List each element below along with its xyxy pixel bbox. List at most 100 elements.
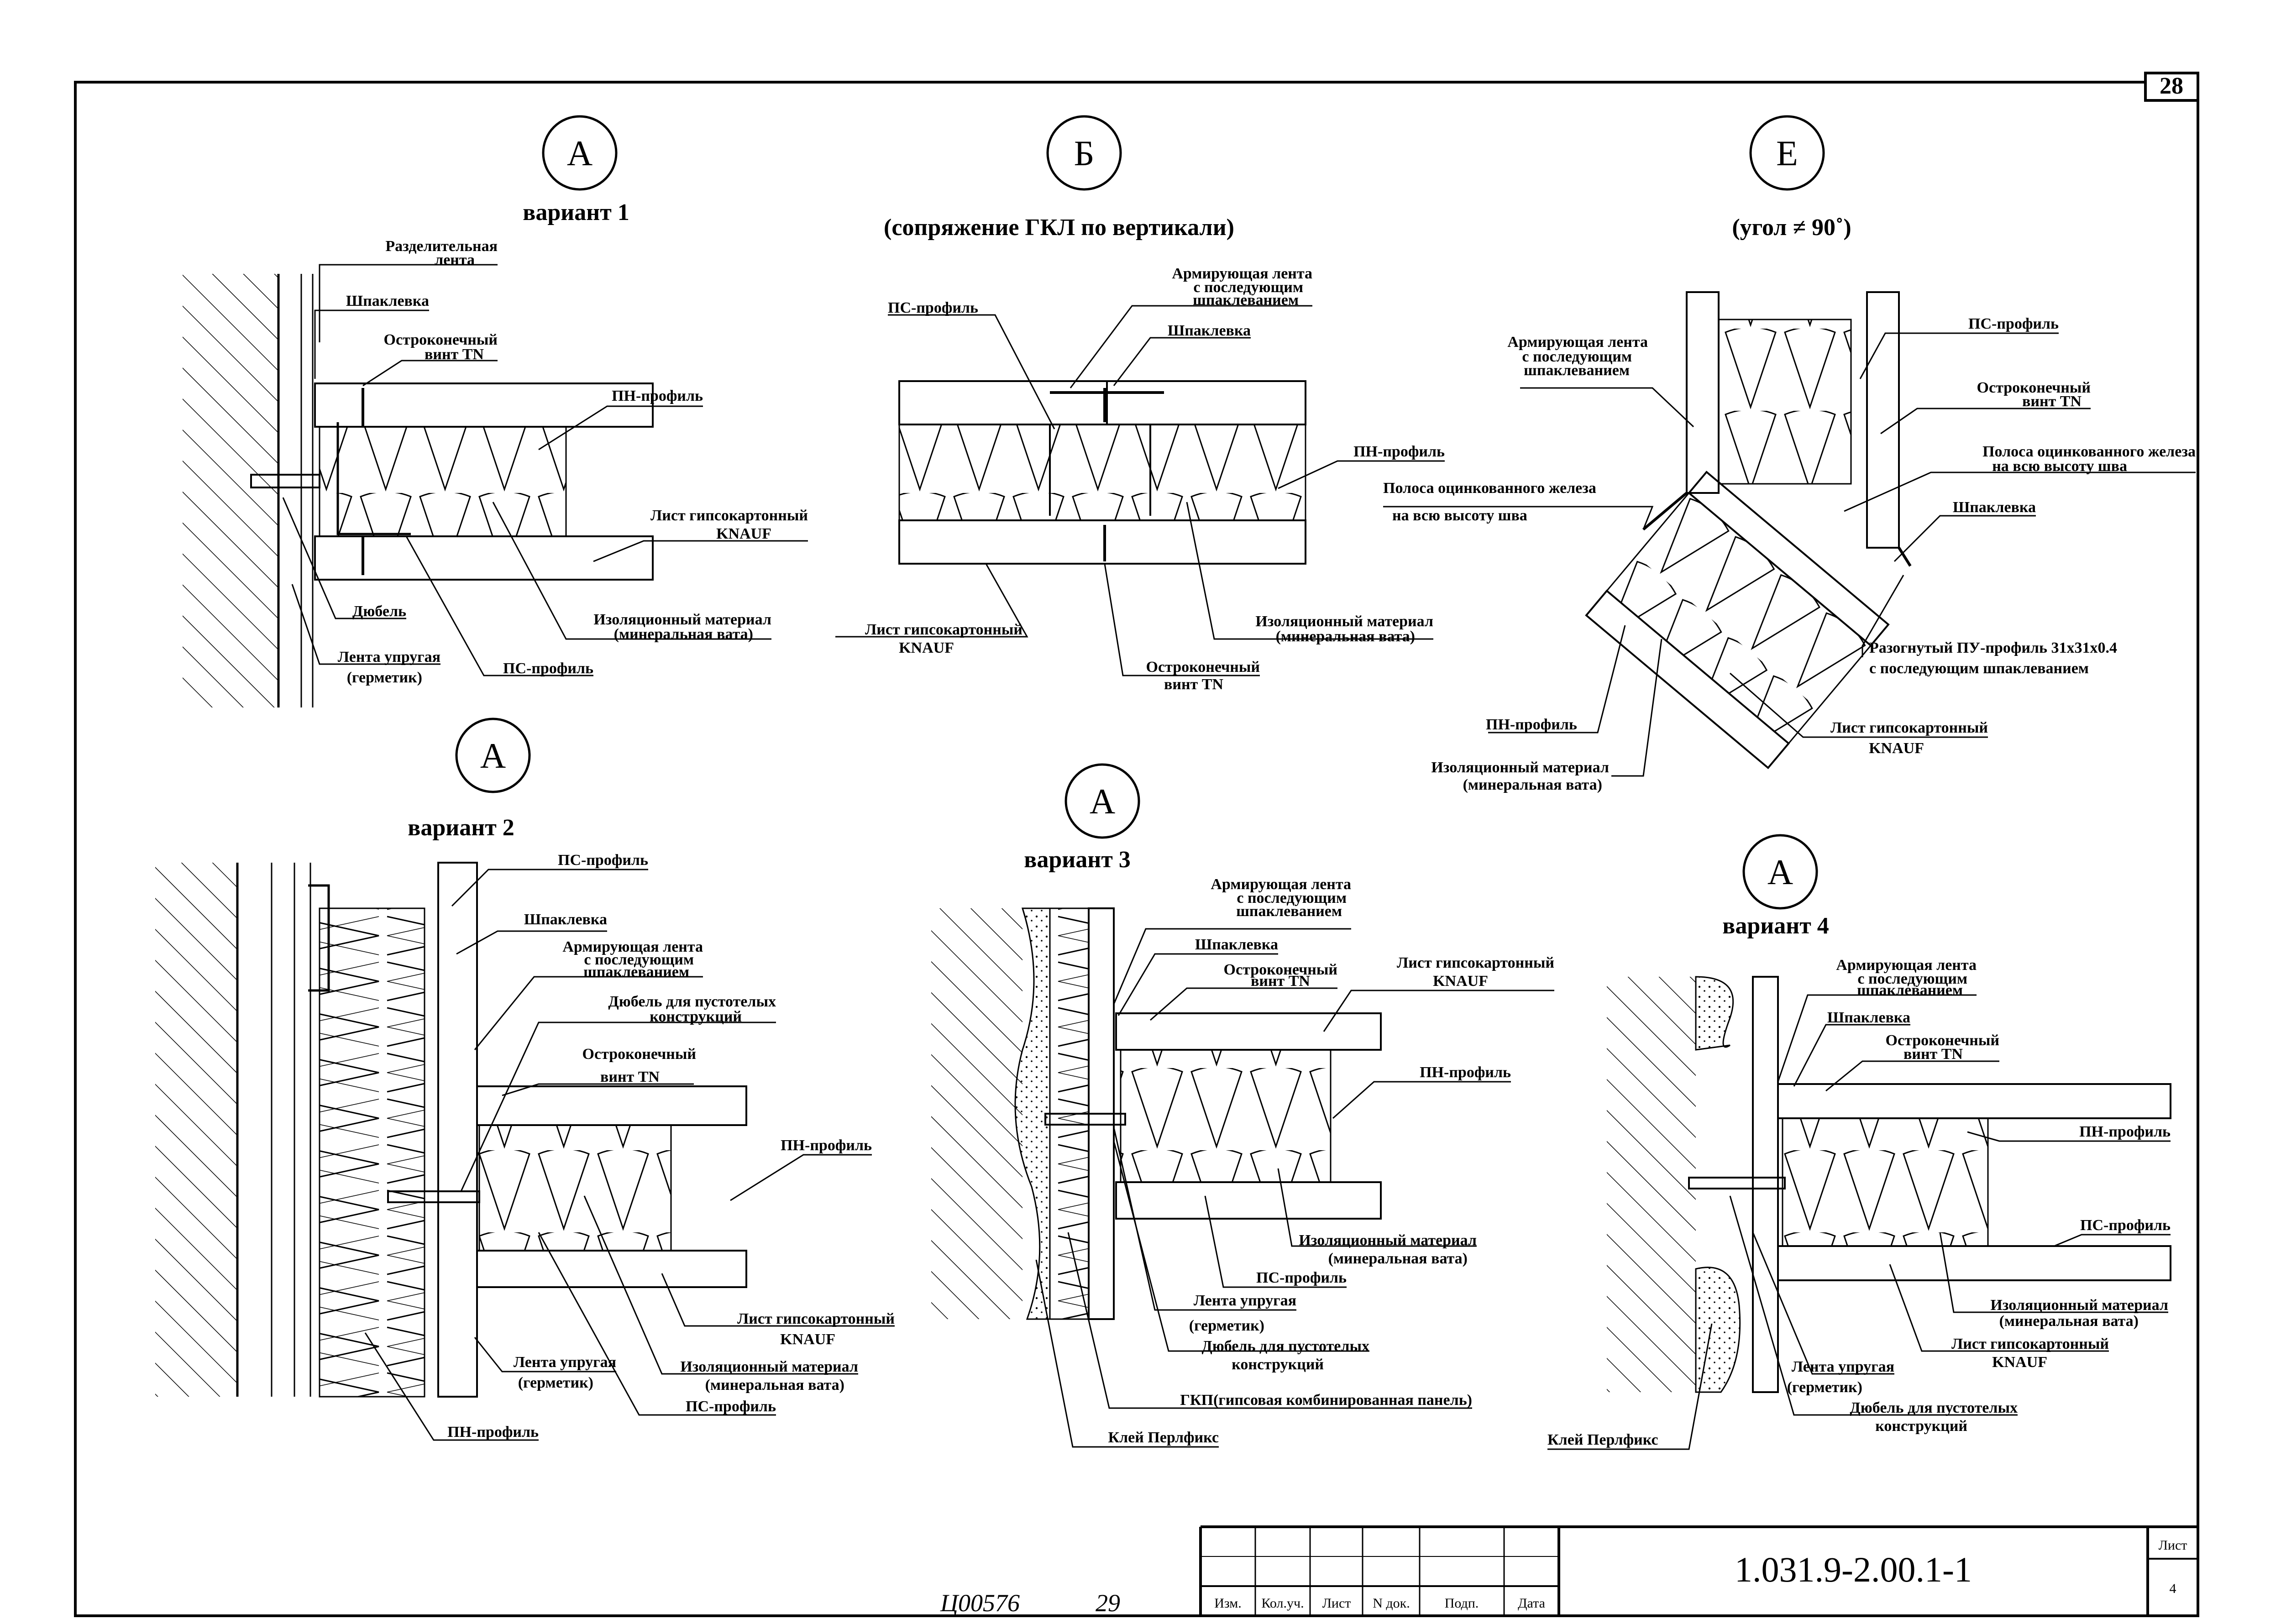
detail-a2-caption: вариант 2	[408, 815, 514, 841]
detail-b-marker: Б	[1074, 133, 1095, 173]
a4-gkl-1: Лист гипсокартонный	[1951, 1336, 2109, 1352]
a3-gkl-1: Лист гипсокартонный	[1397, 954, 1554, 971]
handwritten-number: 29	[1096, 1589, 1120, 1617]
e-gkl-1: Лист гипсокартонный	[1830, 719, 1988, 736]
b-reinforcing-3: шпаклеванием	[1193, 292, 1299, 309]
b-pn-profile: ПН-профиль	[1353, 443, 1445, 460]
concrete-wall	[1607, 977, 1696, 1392]
concrete-wall	[931, 908, 1023, 1319]
a3-glue: Клей Перлфикс	[1108, 1429, 1219, 1446]
detail-e-leaders	[1383, 332, 2196, 777]
a2-elastic-tape-1: Лента упругая	[514, 1354, 616, 1371]
detail-marker-circle	[542, 115, 618, 191]
detail-a4-marker: А	[1767, 852, 1793, 892]
a4-insulation-2: (минеральная вата)	[1999, 1313, 2139, 1330]
a2-gkl-2: KNAUF	[780, 1331, 835, 1348]
insulation-core	[1120, 1049, 1332, 1183]
a4-insulation-1: Изоляционный материал	[1990, 1297, 2168, 1314]
detail-a2-leaders	[364, 869, 895, 1441]
b-ps-profile: ПС-профиль	[888, 299, 978, 316]
e-strip-right-1: Полоса оцинкованного железа	[1982, 443, 2196, 460]
detail-e-marker: Е	[1776, 133, 1798, 173]
glue-spot-bottom	[1695, 1267, 1741, 1393]
title-col-data: Дата	[1518, 1596, 1545, 1611]
a4-elastic-tape-2: (герметик)	[1787, 1379, 1862, 1396]
b-insulation-2: (минеральная вата)	[1276, 628, 1415, 645]
title-col-podp: Подп.	[1445, 1596, 1479, 1611]
detail-marker-circle	[1046, 115, 1122, 191]
insulation-angled	[1605, 492, 1872, 744]
a2-reinforcing-2: с последующим	[584, 951, 694, 968]
detail-marker-circle	[1064, 763, 1140, 839]
a1-screw-2: винт TN	[425, 346, 484, 363]
detail-a2	[155, 718, 747, 1398]
dowel-shape	[1688, 1177, 1786, 1189]
title-col-kol-uch: Кол.уч.	[1261, 1596, 1304, 1611]
detail-a4-leaders	[1547, 994, 2171, 1450]
e-pu-profile-2: с последующим шпаклеванием	[1869, 660, 2089, 677]
b-gkl-1: Лист гипсокартонный	[865, 621, 1023, 638]
dowel-shape	[387, 1190, 480, 1203]
detail-a3-marker: А	[1090, 781, 1115, 821]
a3-reinforcing-3: шпаклеванием	[1236, 903, 1342, 920]
a2-screw-2: винт TN	[600, 1069, 660, 1085]
a4-ps-profile: ПС-профиль	[2080, 1217, 2171, 1234]
a3-insulation-2: (минеральная вата)	[1328, 1250, 1468, 1267]
title-col-list: Лист	[1322, 1596, 1351, 1611]
a3-screw-2: винт TN	[1251, 973, 1310, 990]
a4-elastic-tape-1: Лента упругая	[1792, 1358, 1894, 1375]
a1-separating-tape-2: лента	[435, 251, 475, 268]
a3-dowel-2: конструкций	[1232, 1356, 1324, 1373]
a2-pn-profile-bottom: ПН-профиль	[447, 1424, 539, 1441]
gkl-board-vertical	[1752, 976, 1779, 1393]
e-strip-left-2: на всю высоту шва	[1392, 507, 1527, 524]
gkl-board-angled-outer	[1585, 589, 1790, 770]
detail-a4	[1607, 834, 2171, 1393]
insulation-core	[478, 1124, 672, 1252]
a3-elastic-tape-2: (герметик)	[1189, 1317, 1264, 1334]
glue-spot-top	[1695, 976, 1734, 1051]
a1-gkl-2: KNAUF	[716, 525, 771, 542]
a1-dowel: Дюбель	[352, 603, 406, 620]
insulation-core	[898, 424, 1306, 521]
a4-screw-2: винт TN	[1903, 1046, 1963, 1063]
detail-a1-marker: А	[567, 133, 593, 173]
a2-gkl-1: Лист гипсокартонный	[737, 1310, 895, 1327]
e-reinforcing-2: с последующим	[1522, 348, 1632, 365]
a4-gkl-2: KNAUF	[1992, 1354, 2047, 1371]
title-col-ndok: N док.	[1373, 1596, 1410, 1611]
gkl-board-top	[1777, 1083, 2171, 1119]
a3-pn-profile: ПН-профиль	[1420, 1064, 1511, 1081]
a4-putty: Шпаклевка	[1827, 1009, 1910, 1026]
a4-dowel-1: Дюбель для пустотелых	[1850, 1399, 2018, 1416]
detail-e-caption: (угол ≠ 90˚)	[1732, 215, 1851, 241]
a1-elastic-tape-1: Лента упругая	[338, 649, 440, 665]
detail-a3-leaders	[1035, 928, 1554, 1448]
sheet-number: 4	[2170, 1581, 2176, 1596]
detail-b-caption: (сопряжение ГКЛ по вертикали)	[884, 215, 1234, 241]
handwritten-inventory: Ц00576	[940, 1589, 1020, 1617]
detail-e	[1585, 115, 1912, 770]
b-reinforcing-1: Армирующая лента	[1172, 265, 1312, 282]
a1-ps-profile: ПС-профиль	[503, 660, 593, 677]
a1-putty: Шпаклевка	[346, 293, 429, 309]
e-strip-right-2: на всю высоту шва	[1992, 458, 2127, 475]
e-screw-2: винт TN	[2022, 393, 2082, 410]
a1-insulation-2: (минеральная вата)	[614, 626, 753, 643]
ps-profile-shape	[1049, 424, 1151, 516]
a1-gkl-1: Лист гипсокартонный	[650, 507, 808, 524]
a3-ps-profile: ПС-профиль	[1256, 1269, 1347, 1286]
e-reinforcing-1: Армирующая лента	[1507, 334, 1648, 351]
a4-reinforcing-2: с последующим	[1857, 970, 1967, 987]
a2-elastic-tape-2: (герметик)	[518, 1374, 593, 1391]
a2-screw-1: Остроконечный	[582, 1046, 696, 1063]
concrete-wall	[155, 863, 237, 1397]
a4-reinforcing-1: Армирующая лента	[1836, 957, 1977, 974]
e-gkl-2: KNAUF	[1869, 740, 1924, 757]
e-insulation-2: (минеральная вата)	[1463, 776, 1602, 793]
dowel-shape	[250, 474, 320, 488]
a3-reinforcing-2: с последующим	[1237, 890, 1347, 906]
detail-a3	[931, 763, 1382, 1320]
detail-a1	[183, 115, 654, 707]
a2-reinforcing-1: Армирующая лента	[562, 938, 703, 955]
